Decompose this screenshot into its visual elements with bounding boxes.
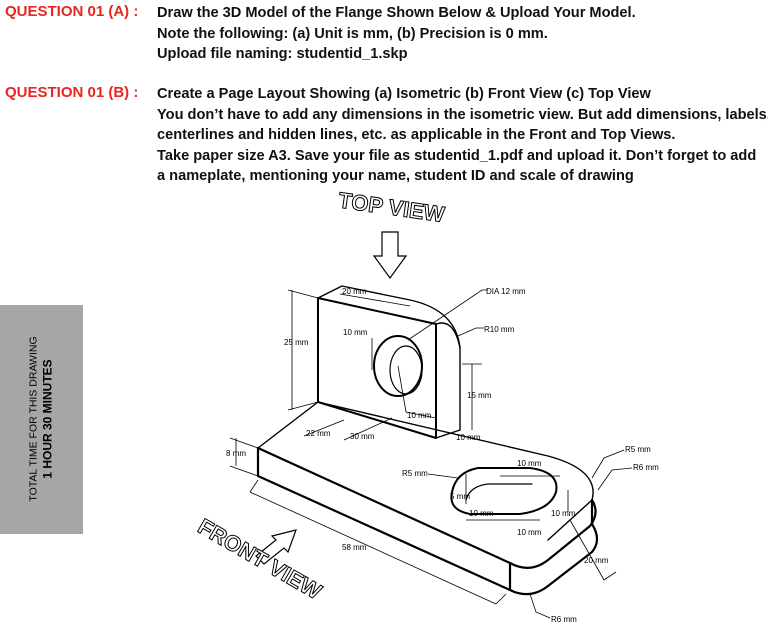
dim-10-slot-c: 10 mm <box>517 528 542 537</box>
dim-10-hole: 10 mm <box>343 328 368 337</box>
leader-r10 <box>457 327 484 337</box>
dim-r6-bottom: R6 mm <box>551 615 577 624</box>
question-1b-line: Create a Page Layout Showing (a) Isometr… <box>157 86 651 102</box>
dim-line-10-mid <box>397 365 437 419</box>
dim-25: 25 mm <box>284 338 309 347</box>
base-slot-inner <box>465 483 533 501</box>
question-1a-line: Note the following: (a) Unit is mm, (b) … <box>157 25 548 42</box>
question-1b-text: Create a Page Layout Showing (a) Isometr… <box>157 84 768 187</box>
dim-10-slot-a: 10 mm <box>469 509 494 518</box>
dim-r6-right: R6 mm <box>633 463 659 472</box>
dim-22: 22 mm <box>306 429 331 438</box>
base-plate-rounded-end <box>508 498 599 596</box>
question-1a-text: Draw the 3D Model of the Flange Shown Be… <box>157 3 636 65</box>
dim-r5-left: R5 mm <box>402 469 428 478</box>
time-sidebar: TOTAL TIME FOR THIS DRAWING 1 HOUR 30 MI… <box>0 305 83 534</box>
leader-r6-bottom <box>529 593 551 619</box>
dim-15: 15 mm <box>467 391 492 400</box>
dim-line-58 <box>249 479 507 605</box>
dim-10-mid: 10 mm <box>407 411 432 420</box>
question-1b-line: You don’t have to add any dimensions in … <box>157 106 768 123</box>
question-1a-label: QUESTION 01 (A) : <box>5 3 139 20</box>
question-1b-line: centerlines and hidden lines, etc. as ap… <box>157 127 676 143</box>
front-view-arrow-icon <box>255 529 297 565</box>
question-1a-line: Draw the 3D Model of the Flange Shown Be… <box>157 5 636 21</box>
dim-line-slot <box>465 474 569 521</box>
upright-rounded-side <box>435 322 461 439</box>
question-1b-line: Take paper size A3. Save your file as st… <box>157 147 757 164</box>
dim-r5-right: R5 mm <box>625 445 651 454</box>
dim-20-top: 20 mm <box>342 287 367 296</box>
dim-line-8 <box>229 437 259 477</box>
dim-line-20-side <box>569 519 617 581</box>
question-1b-label: QUESTION 01 (B) : <box>5 84 139 101</box>
front-view-label: FRONT VIEW <box>194 514 326 605</box>
upright-hole-inner <box>389 345 423 395</box>
dim-30: 30 mm <box>350 432 375 441</box>
question-1a-line: Upload file naming: studentid_1.skp <box>157 46 408 62</box>
base-slot <box>450 467 558 515</box>
dim-line-15 <box>462 363 482 430</box>
dim-line-25 <box>287 289 319 411</box>
dim-line-22-30 <box>303 417 393 441</box>
base-plate-front-edge <box>256 446 512 565</box>
top-view-label: TOP VIEW <box>337 187 446 227</box>
dim-8: 8 mm <box>226 449 246 458</box>
dim-5: 5 mm <box>450 492 470 501</box>
dim-10-slot-b: 10 mm <box>551 509 576 518</box>
leader-r5-right <box>591 449 625 479</box>
top-view-arrow-icon <box>372 231 408 280</box>
question-1b-line: a nameplate, mentioning your name, stude… <box>157 168 634 184</box>
dim-58: 58 mm <box>342 543 367 552</box>
dim-r10: R10 mm <box>484 325 515 334</box>
dim-10-slot-top: 10 mm <box>517 459 542 468</box>
leader-r6-right <box>597 467 633 491</box>
leader-r5-left <box>427 473 459 479</box>
dim-10-right: 10 mm <box>456 433 481 442</box>
dim-20-side: 20 mm <box>584 556 609 565</box>
base-plate-front-face <box>256 446 512 592</box>
dim-dia12: DIA 12 mm <box>486 287 526 296</box>
dim-line-20-top <box>339 293 411 307</box>
base-plate-top-face <box>257 401 594 541</box>
leader-dia12 <box>407 289 488 341</box>
